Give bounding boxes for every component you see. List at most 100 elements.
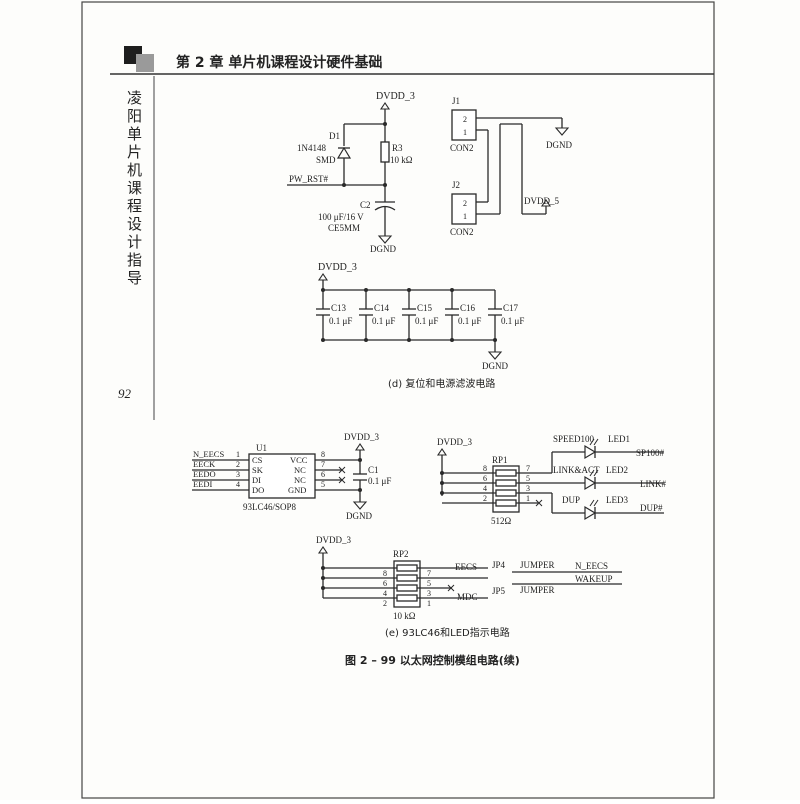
led3: DUP LED3 DUP# (562, 495, 664, 521)
resistor-r3 (380, 141, 390, 163)
cap-name: C16 (460, 303, 476, 313)
u1-pin-3: 3 (236, 470, 240, 479)
rp1-pin-8: 8 (483, 464, 487, 473)
rp2-pin-7: 7 (427, 569, 431, 578)
j2-pin2: 2 (463, 199, 467, 208)
u1-pin-sk: SK (252, 465, 264, 475)
led1-label: SPEED100 (553, 434, 595, 444)
led3-net: DUP# (640, 503, 663, 513)
net-wakeup: WAKEUP (575, 574, 613, 584)
d1-label: D1 (329, 131, 340, 141)
j1-pin2: 2 (463, 115, 467, 124)
j1-pin1: 1 (463, 128, 467, 137)
u1-pin-do: DO (252, 485, 264, 495)
power-arrow-eeprom (354, 443, 366, 451)
led2: LINK&ACT LED2 LINK# (553, 465, 666, 491)
dgnd-label-filter: DGND (482, 361, 508, 371)
rp1-pin-7: 7 (526, 464, 530, 473)
cap-name: C17 (503, 303, 519, 313)
dvdd3-label-led: DVDD_3 (437, 437, 472, 447)
c1-value: 0.1 μF (368, 476, 391, 486)
rp1-label: RP1 (492, 455, 508, 465)
header-block-gray (136, 54, 154, 72)
led2-name: LED2 (606, 465, 628, 475)
net-eedi: EEDI (193, 479, 213, 489)
caption-d: (d) 复位和电源滤波电路 (388, 377, 495, 390)
rp1-value: 512Ω (491, 516, 512, 526)
rp2-pin-4: 4 (383, 589, 387, 598)
eeprom-circuit: U1 93LC46/SOP8 N_EECS EECK EEDO EEDI 1 2… (192, 432, 391, 521)
jumper-circuit: DVDD_3 RP2 10 kΩ 8 6 4 2 7 5 3 1 EECS MD… (316, 535, 622, 621)
d1-package: SMD (316, 155, 336, 165)
net-eeck: EECK (193, 459, 216, 469)
power-arrow-filter (317, 273, 329, 281)
j2-type: CON2 (450, 227, 474, 237)
led-circuit: DVDD_3 RP1 512Ω 8 6 4 2 7 5 3 1 (436, 434, 666, 526)
dgnd-label-connector: DGND (546, 140, 572, 150)
connector-j1 (451, 109, 477, 141)
u1-pin-gnd: GND (288, 485, 306, 495)
rp2-pin-1: 1 (427, 599, 431, 608)
cap-value: 0.1 μF (501, 316, 524, 326)
u1-pin-6: 6 (321, 470, 325, 479)
rp2-pin-2: 2 (383, 599, 387, 608)
u1-pin-nc1: NC (294, 465, 306, 475)
power-arrow-led (436, 448, 448, 456)
rp2-pin-3: 3 (427, 589, 431, 598)
no-connect-mark (338, 466, 346, 474)
led2-net: LINK# (640, 479, 666, 489)
j1-type: CON2 (450, 143, 474, 153)
u1-part: 93LC46/SOP8 (243, 502, 297, 512)
rp1-pin-2: 2 (483, 494, 487, 503)
eeprom-u1 (248, 453, 316, 499)
connector-j2 (451, 193, 477, 225)
chapter-title: 第 2 章 单片机课程设计硬件基础 (176, 54, 382, 71)
dvdd3-label-jumper: DVDD_3 (316, 535, 351, 545)
rp1-pin-3: 3 (526, 484, 530, 493)
u1-pin-nc2: NC (294, 475, 306, 485)
side-title: 凌阳单片机课程设计指导 (125, 90, 143, 288)
u1-pin-5: 5 (321, 480, 325, 489)
cap-name: C14 (374, 303, 390, 313)
rp1-pin-1: 1 (526, 494, 530, 503)
u1-pin-4: 4 (236, 480, 240, 489)
rp1-pin-5: 5 (526, 474, 530, 483)
capacitor-c13: C13 0.1 μF (316, 288, 352, 342)
capacitor-c16: C16 0.1 μF (445, 288, 481, 342)
u1-label: U1 (256, 443, 267, 453)
j2-pin1: 1 (463, 212, 467, 221)
figure-caption: 图 2 – 99 以太网控制模组电路(续) (345, 653, 520, 667)
dgnd-label-reset: DGND (370, 244, 396, 254)
power-connectors: J1 2 1 CON2 DGND J2 2 1 CON2 DVDD_5 (450, 96, 572, 237)
caption-e: (e) 93LC46和LED指示电路 (385, 626, 510, 639)
capacitor-c14: C14 0.1 μF (359, 288, 395, 342)
led2-label: LINK&ACT (553, 465, 600, 475)
d1-part: 1N4148 (297, 143, 326, 153)
u1-pin-8: 8 (321, 450, 325, 459)
dvdd3-label-eeprom: DVDD_3 (344, 432, 379, 442)
filter-capacitors: DVDD_3 DGND C13 0.1 μF C14 0.1 μF C15 0.… (316, 262, 524, 371)
u1-pin-7: 7 (321, 460, 325, 469)
jp5-type: JUMPER (520, 585, 555, 595)
power-arrow-dvdd5 (540, 199, 552, 207)
led1-net: SP100# (636, 448, 665, 458)
ground-symbol-eeprom (352, 501, 368, 510)
reset-circuit: DVDD_3 D1 1N4148 SMD R3 10 kΩ PW_RST# C2… (287, 91, 415, 254)
dvdd3-label-reset: DVDD_3 (376, 91, 415, 102)
pw-rst-net: PW_RST# (289, 174, 329, 184)
led3-name: LED3 (606, 495, 628, 505)
page-number: 92 (118, 386, 132, 401)
diode-d1 (336, 146, 352, 159)
r3-value: 10 kΩ (390, 155, 413, 165)
no-connect-mark (535, 499, 543, 507)
c2-value: 100 μF/16 V (318, 212, 364, 222)
c2-package: CE5MM (328, 223, 360, 233)
power-arrow-jumper (317, 546, 329, 554)
power-arrow-reset (379, 102, 391, 110)
no-connect-mark (338, 476, 346, 484)
rp2-pin-8: 8 (383, 569, 387, 578)
cap-name: C13 (331, 303, 347, 313)
net-n-eecs-out: N_EECS (575, 561, 608, 571)
